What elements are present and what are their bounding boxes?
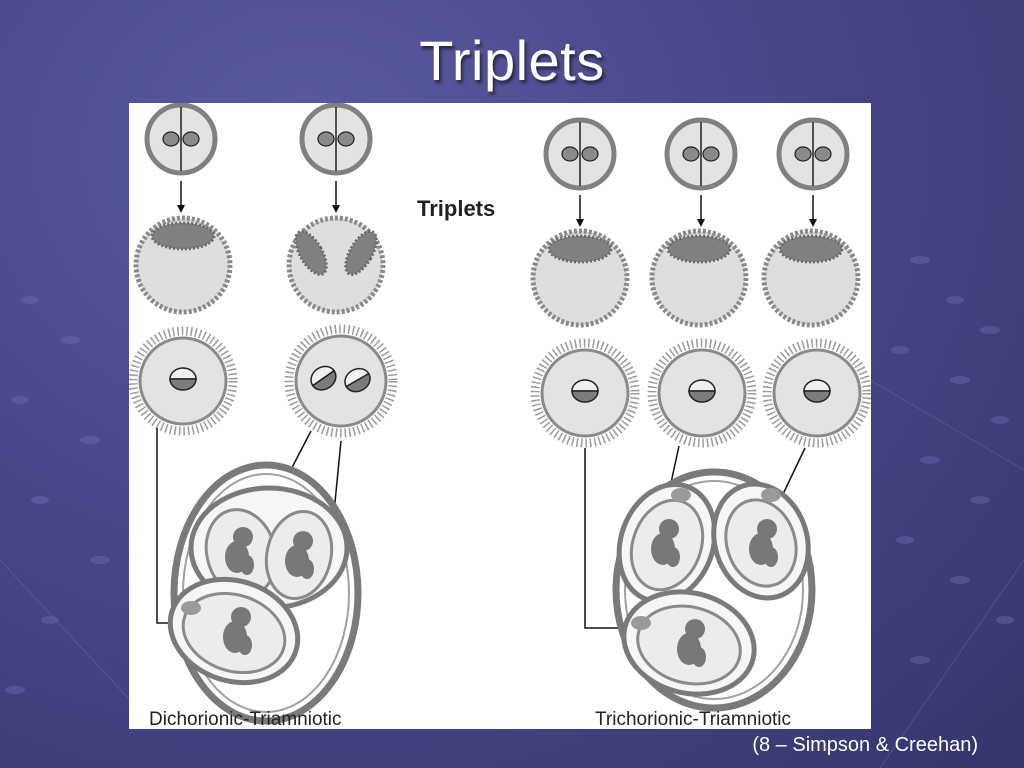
left-label: Dichorionic-Triamniotic xyxy=(149,709,342,729)
right-implant-2 xyxy=(652,343,752,443)
right-gestational-sac xyxy=(612,468,816,712)
left-implant-1 xyxy=(133,331,233,431)
left-two-cell-2 xyxy=(302,105,370,173)
right-blastocyst-3 xyxy=(764,231,858,325)
right-implant-1 xyxy=(535,343,635,443)
right-two-cell-1 xyxy=(546,120,614,188)
diagram-heading: Triplets xyxy=(417,196,495,221)
right-two-cell-3 xyxy=(779,120,847,188)
left-gestational-sac xyxy=(167,461,362,725)
left-implant-2 xyxy=(289,329,393,433)
triplets-diagram: Triplets xyxy=(129,103,871,729)
right-two-cell-2 xyxy=(667,120,735,188)
left-blastocyst-1 xyxy=(136,218,230,312)
citation: (8 – Simpson & Creehan) xyxy=(752,734,978,756)
right-label: Trichorionic-Triamniotic xyxy=(595,709,791,729)
diagram-panel: Triplets xyxy=(129,103,871,729)
left-two-cell-1 xyxy=(147,105,215,173)
left-blastocyst-2 xyxy=(289,218,383,312)
slide-title: Triplets xyxy=(419,29,605,92)
right-blastocyst-2 xyxy=(652,231,746,325)
right-blastocyst-1 xyxy=(533,231,627,325)
right-implant-3 xyxy=(767,343,867,443)
